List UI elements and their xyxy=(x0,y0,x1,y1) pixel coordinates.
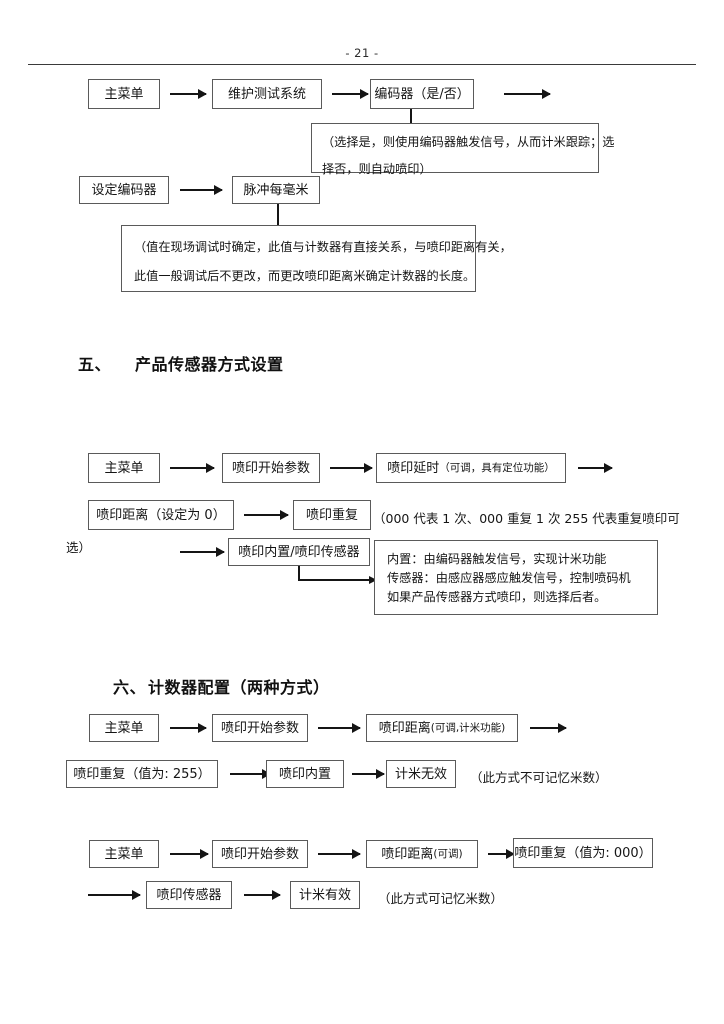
arrow-s6-m1-r2-a xyxy=(230,773,270,775)
section-five-number: 五、 xyxy=(78,355,112,374)
arrow-encoder-r1-b xyxy=(332,93,368,95)
node-maintenance-test-system: 维护测试系统 xyxy=(212,79,322,109)
node-print-distance-s6-m2: 喷印距离(可调) xyxy=(366,840,478,868)
callout-pulse-line-1: （值在现场调试时确定，此值与计数器有直接关系，与喷印距离有关， xyxy=(134,240,512,254)
node-print-repeat-s5: 喷印重复 xyxy=(293,500,371,530)
node-print-delay-note: （可调，具有定位功能） xyxy=(439,461,555,474)
arrow-s6-m2-r2-a xyxy=(88,894,140,896)
arrow-s5-r2-a xyxy=(244,514,288,516)
node-print-delay: 喷印延时（可调，具有定位功能） xyxy=(376,453,566,483)
section-six-title: 计数器配置（两种方式） xyxy=(148,678,330,697)
arrow-s6-m1-r1-b xyxy=(318,727,360,729)
section-five-title: 产品传感器方式设置 xyxy=(135,355,284,374)
header-divider xyxy=(28,64,696,65)
arrow-s6-m2-r2-b xyxy=(244,894,280,896)
arrow-encoder-r1-a xyxy=(170,93,206,95)
callout-pulse-explanation: （值在现场调试时确定，此值与计数器有直接关系，与喷印距离有关， 此值一般调试后不… xyxy=(121,225,512,292)
inline-note-repeat-line-1: （000 代表 1 次、000 重复 1 次 255 代表重复喷印可 xyxy=(373,511,680,526)
node-main-menu-encoder: 主菜单 xyxy=(88,79,160,109)
note-method-one-trailing: （此方式不可记忆米数） xyxy=(470,770,608,785)
page-number: - 21 - xyxy=(345,46,379,60)
node-print-sensor: 喷印传感器 xyxy=(146,881,232,909)
arrow-s5-r3-a xyxy=(180,551,224,553)
node-print-distance-s6-m1-label: 喷印距离 xyxy=(378,720,431,736)
node-main-menu-s5: 主菜单 xyxy=(88,453,160,483)
node-meter-invalid: 计米无效 xyxy=(386,760,456,788)
callout-internal-sensor-explanation: 内置：由编码器触发信号，实现计米功能 传感器：由感应器感应触发信号，控制喷码机 … xyxy=(374,540,658,615)
inline-note-repeat-line-2: 选） xyxy=(66,540,92,555)
node-set-encoder: 设定编码器 xyxy=(79,176,169,204)
callout-sensor-line-2: 传感器：由感应器感应触发信号，控制喷码机 xyxy=(387,570,631,585)
node-print-distance-s6-m2-note: (可调) xyxy=(433,847,463,860)
node-print-start-param-s5: 喷印开始参数 xyxy=(222,453,320,483)
arrow-s6-m2-r1-b xyxy=(318,853,360,855)
connector-internal-sensor-down xyxy=(298,566,300,580)
arrow-encoder-r2-a xyxy=(180,189,222,191)
node-print-distance-s6-m1: 喷印距离(可调,计米功能) xyxy=(366,714,518,742)
node-print-delay-label: 喷印延时 xyxy=(387,460,440,476)
node-print-start-param-s6-m2: 喷印开始参数 xyxy=(212,840,308,868)
arrow-s6-m2-r1-c xyxy=(488,853,514,855)
arrow-s5-r1-c xyxy=(578,467,612,469)
arrow-s5-r1-b xyxy=(330,467,372,469)
arrow-s6-m1-r2-b xyxy=(352,773,384,775)
node-main-menu-s6-m2: 主菜单 xyxy=(89,840,159,868)
arrow-s6-m1-r1-c xyxy=(530,727,566,729)
section-six-number: 六、 xyxy=(113,678,147,697)
node-print-start-param-s6-m1: 喷印开始参数 xyxy=(212,714,308,742)
callout-encoder-explanation: （选择是，则使用编码器触发信号，从而计米跟踪；选 择否，则自动喷印） xyxy=(311,123,615,176)
section-five-heading: 五、 产品传感器方式设置 xyxy=(78,351,284,375)
node-internal-or-sensor: 喷印内置/喷印传感器 xyxy=(228,538,370,566)
node-print-internal-s6: 喷印内置 xyxy=(266,760,344,788)
connector-pulse-to-callout xyxy=(277,204,279,225)
node-print-repeat-255: 喷印重复（值为: 255） xyxy=(66,760,218,788)
section-six-heading: 六、计数器配置（两种方式） xyxy=(113,674,330,698)
connector-encoder-to-callout xyxy=(410,109,412,123)
node-print-distance-s6-m1-note: (可调,计米功能) xyxy=(430,721,506,734)
node-encoder-yes-no: 编码器（是/否） xyxy=(370,79,474,109)
node-meter-valid: 计米有效 xyxy=(290,881,360,909)
arrow-s6-m1-r1-a xyxy=(170,727,206,729)
node-print-repeat-000: 喷印重复（值为: 000） xyxy=(513,838,653,868)
node-main-menu-s6-m1: 主菜单 xyxy=(89,714,159,742)
node-print-distance-s6-m2-label: 喷印距离 xyxy=(381,846,434,862)
arrow-encoder-r1-c xyxy=(504,93,550,95)
callout-sensor-line-3: 如果产品传感器方式喷印，则选择后者。 xyxy=(387,589,607,604)
node-print-distance-set-zero: 喷印距离（设定为 0） xyxy=(88,500,234,530)
arrow-s6-m2-r1-a xyxy=(170,853,208,855)
node-pulse-per-millimeter: 脉冲每毫米 xyxy=(232,176,320,204)
callout-encoder-line-2: 择否，则自动喷印） xyxy=(322,162,432,176)
connector-internal-sensor-right xyxy=(298,579,376,581)
callout-pulse-line-2: 此值一般调试后不更改，而更改喷印距离米确定计数器的长度。 xyxy=(134,269,476,283)
callout-sensor-line-1: 内置：由编码器触发信号，实现计米功能 xyxy=(387,552,607,566)
arrow-s5-r1-a xyxy=(170,467,214,469)
note-method-two-trailing: （此方式可记忆米数） xyxy=(378,891,504,906)
callout-encoder-line-1: （选择是，则使用编码器触发信号，从而计米跟踪；选 xyxy=(322,135,615,149)
